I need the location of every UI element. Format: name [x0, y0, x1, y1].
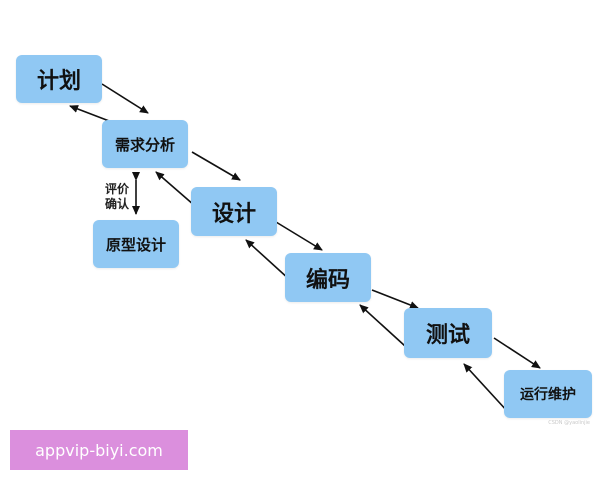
arrow-coding-to-testing	[371, 289, 419, 309]
node-requirements: 需求分析	[102, 120, 188, 168]
confirm-label: 确认	[104, 197, 129, 211]
arrow-operations-to-testing	[463, 363, 509, 413]
node-prototype: 原型设计	[93, 220, 179, 268]
site-watermark: appvip-biyi.com	[10, 430, 188, 470]
node-design-label: 设计	[211, 201, 256, 227]
node-testing-label: 测试	[425, 323, 470, 348]
node-plan-label: 计划	[36, 69, 81, 94]
site-watermark-text: appvip-biyi.com	[35, 440, 163, 460]
evaluate-confirm-label: 评价 确认	[101, 182, 133, 212]
arrow-plan-to-requirements	[101, 83, 149, 114]
arrow-testing-to-operations	[493, 337, 541, 369]
arrow-design-to-coding	[275, 221, 323, 251]
node-plan: 计划	[16, 55, 102, 103]
node-prototype-label: 原型设计	[105, 235, 166, 254]
node-operations: 运行维护	[504, 370, 592, 418]
node-coding-label: 编码	[305, 267, 350, 293]
node-testing: 测试	[404, 308, 492, 358]
node-design: 设计	[191, 187, 277, 236]
node-requirements-label: 需求分析	[114, 135, 175, 154]
arrow-requirements-to-design	[191, 151, 241, 181]
node-coding: 编码	[285, 253, 371, 302]
evaluate-label: 评价	[104, 182, 129, 196]
corner-watermark: CSDN @yaolinjie	[548, 420, 590, 426]
arrow-coding-to-design	[245, 239, 291, 281]
node-operations-label: 运行维护	[520, 387, 576, 403]
arrow-testing-to-coding	[359, 304, 406, 347]
